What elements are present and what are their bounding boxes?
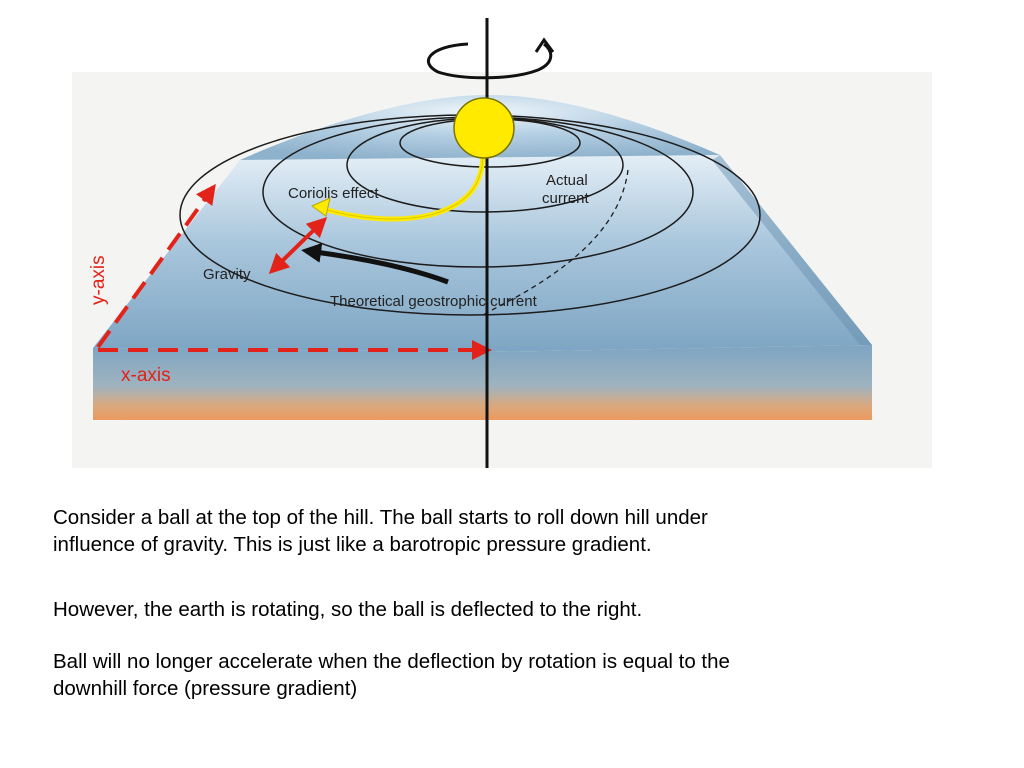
water-top-surface <box>93 155 872 352</box>
coriolis-arrowhead <box>310 197 331 217</box>
y-axis-arrow <box>96 183 216 349</box>
water-front-face <box>93 345 872 420</box>
explanation-paragraph-2: However, the earth is rotating, so the b… <box>53 596 953 623</box>
paragraph-1-line-2: influence of gravity. This is just like … <box>53 533 652 556</box>
coriolis-path-outline <box>319 151 484 220</box>
actual-current-label-line2: current <box>542 190 590 207</box>
explanation-paragraph-1: Consider a ball at the top of the hill. … <box>53 504 953 558</box>
ball-icon <box>453 97 515 159</box>
paragraph-1-line-1: Consider a ball at the top of the hill. … <box>53 506 708 529</box>
x-axis-label: x-axis <box>121 365 171 386</box>
y-axis-label: y-axis <box>88 255 109 305</box>
paragraph-3-line-1: Ball will no longer accelerate when the … <box>53 650 730 673</box>
paragraph-2-text: However, the earth is rotating, so the b… <box>53 598 643 621</box>
gravity-force-arrow <box>268 217 328 274</box>
coriolis-effect-label: Coriolis effect <box>288 185 379 202</box>
actual-current-path <box>482 169 629 316</box>
geostrophic-current-label: Theoretical geostrophic current <box>330 293 538 310</box>
geostrophic-hill-diagram: Coriolis effect Actual current Gravity T… <box>72 18 932 468</box>
explanation-paragraph-3: Ball will no longer accelerate when the … <box>53 648 953 702</box>
actual-current-label-line1: Actual <box>546 172 588 189</box>
paragraph-3-line-2: downhill force (pressure gradient) <box>53 677 358 700</box>
geostrophic-current-arrow <box>301 242 449 285</box>
water-right-edge <box>712 155 872 345</box>
rotation-arrow-icon <box>426 37 555 80</box>
gravity-label: Gravity <box>203 266 251 283</box>
